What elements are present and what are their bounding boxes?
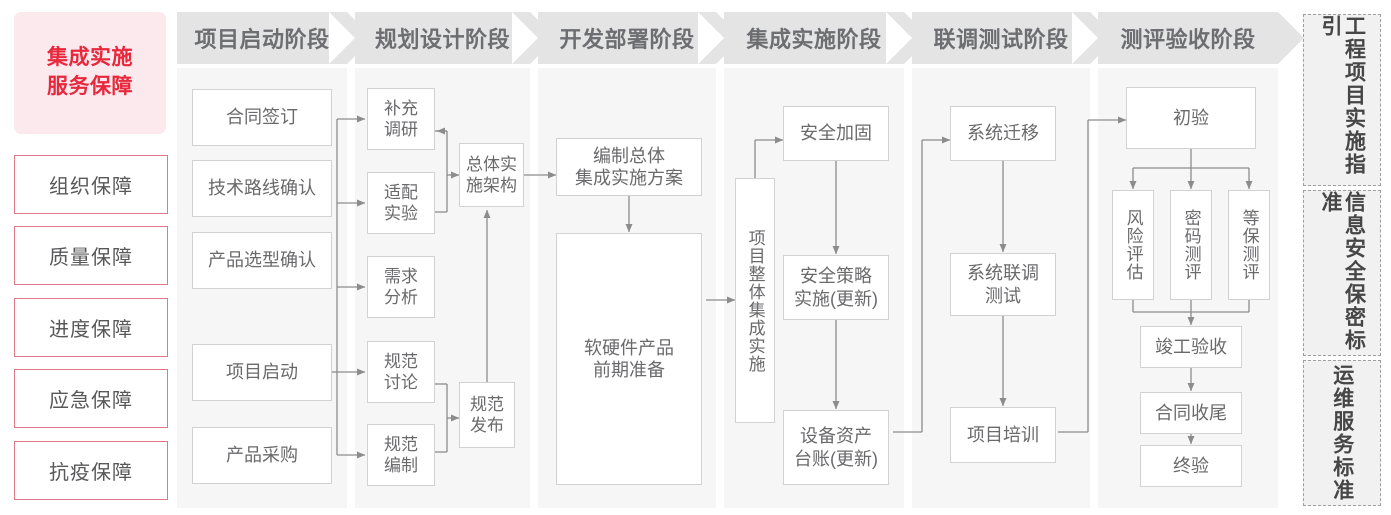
- node-cryptography-evaluation[interactable]: 密码测评: [1170, 190, 1212, 300]
- node-label: 系统联调 测试: [967, 263, 1039, 306]
- node-label: 软硬件产品 前期准备: [584, 337, 674, 381]
- phase-header-1[interactable]: 项目启动阶段: [177, 12, 373, 64]
- node-label: 合同收尾: [1155, 402, 1227, 423]
- node-hw-sw-preparation[interactable]: 软硬件产品 前期准备: [556, 233, 702, 485]
- node-label: 项目培训: [967, 424, 1039, 445]
- node-requirement-analysis[interactable]: 需求 分析: [367, 256, 435, 318]
- node-label: 风险评估: [1123, 209, 1143, 281]
- node-adaptation-experiment[interactable]: 适配 实验: [367, 172, 435, 234]
- node-label: 初验: [1173, 107, 1209, 128]
- standard-panel-infosec-confidentiality[interactable]: 信息安全保密标准: [1303, 190, 1381, 356]
- node-label: 合同签订: [226, 107, 298, 128]
- node-completion-acceptance[interactable]: 竣工验收: [1140, 326, 1242, 368]
- node-label: 需求 分析: [384, 266, 418, 307]
- node-label: 项目启动: [226, 362, 298, 383]
- rail-item-quality[interactable]: 质量保障: [14, 226, 168, 285]
- node-label: 适配 实验: [384, 182, 418, 223]
- phase-title: 集成实施阶段: [746, 27, 882, 52]
- node-supplementary-research[interactable]: 补充 调研: [367, 88, 435, 150]
- node-contract-closure[interactable]: 合同收尾: [1140, 392, 1242, 434]
- rail-item-emergency[interactable]: 应急保障: [14, 369, 168, 428]
- node-label: 安全加固: [800, 123, 872, 144]
- node-label: 系统迁移: [967, 123, 1039, 144]
- node-risk-assessment[interactable]: 风险评估: [1112, 190, 1154, 300]
- node-security-policy-update[interactable]: 安全策略 实施(更新): [783, 255, 889, 320]
- node-preliminary-acceptance[interactable]: 初验: [1126, 87, 1256, 149]
- hero-badge-integration-service: 集成实施 服务保障: [14, 12, 166, 134]
- node-label: 编制总体 集成实施方案: [575, 145, 683, 189]
- node-spec-discussion[interactable]: 规范 讨论: [367, 341, 435, 403]
- hero-label: 集成实施 服务保障: [47, 46, 133, 98]
- node-contract-signing[interactable]: 合同签订: [192, 89, 332, 146]
- node-label: 设备资产 台账(更新): [794, 426, 878, 469]
- rail-item-label: 应急保障: [49, 390, 133, 412]
- node-project-training[interactable]: 项目培训: [950, 407, 1056, 463]
- node-label: 等保测评: [1239, 209, 1259, 281]
- node-label: 总体实 施架构: [466, 154, 517, 195]
- rail-item-epidemic[interactable]: 抗疫保障: [14, 441, 168, 500]
- node-label: 安全策略 实施(更新): [794, 266, 878, 309]
- node-system-migration[interactable]: 系统迁移: [950, 106, 1056, 161]
- node-label: 产品选型确认: [208, 250, 316, 271]
- phase-header-2[interactable]: 规划设计阶段: [329, 12, 556, 64]
- node-label: 产品采购: [226, 445, 298, 466]
- standard-label: 信息安全保密标准: [1319, 191, 1366, 352]
- chevron-right-icon: [1278, 12, 1304, 64]
- node-final-acceptance[interactable]: 终验: [1140, 445, 1242, 487]
- phase-title: 开发部署阶段: [559, 27, 695, 52]
- phase-header-4[interactable]: 集成实施阶段: [698, 12, 930, 64]
- node-label: 规范 编制: [384, 434, 418, 475]
- rail-item-label: 抗疫保障: [49, 462, 133, 484]
- node-mlps-evaluation[interactable]: 等保测评: [1228, 190, 1270, 300]
- node-label: 终验: [1173, 455, 1209, 476]
- node-product-procurement[interactable]: 产品采购: [192, 427, 332, 484]
- node-label: 密码测评: [1181, 209, 1201, 281]
- phase-header-3[interactable]: 开发部署阶段: [512, 12, 742, 64]
- node-system-joint-debug-test[interactable]: 系统联调 测试: [950, 253, 1056, 316]
- node-asset-ledger-update[interactable]: 设备资产 台账(更新): [783, 410, 889, 485]
- node-spec-drafting[interactable]: 规范 编制: [367, 424, 435, 486]
- phase-title: 联调测试阶段: [933, 27, 1069, 52]
- node-overall-project-integration[interactable]: 项目整体集成实施: [735, 178, 775, 423]
- node-overall-implementation-architecture[interactable]: 总体实 施架构: [459, 143, 524, 207]
- rail-item-label: 组织保障: [49, 176, 133, 198]
- node-technical-route-confirm[interactable]: 技术路线确认: [192, 160, 332, 217]
- node-label: 竣工验收: [1155, 336, 1227, 357]
- phase-title: 测评验收阶段: [1120, 27, 1256, 52]
- rail-item-label: 质量保障: [49, 247, 133, 269]
- phase-header-6[interactable]: 测评验收阶段: [1072, 12, 1304, 64]
- rail-item-label: 进度保障: [49, 319, 133, 341]
- node-label: 规范 发布: [470, 394, 504, 435]
- node-security-hardening[interactable]: 安全加固: [783, 106, 889, 161]
- node-compile-overall-integration-plan[interactable]: 编制总体 集成实施方案: [556, 138, 702, 196]
- node-spec-release[interactable]: 规范 发布: [459, 382, 515, 448]
- node-label: 补充 调研: [384, 98, 418, 139]
- node-product-selection-confirm[interactable]: 产品选型确认: [192, 232, 332, 289]
- rail-item-schedule[interactable]: 进度保障: [14, 298, 168, 357]
- node-label: 规范 讨论: [384, 351, 418, 392]
- phase-title: 项目启动阶段: [194, 27, 330, 52]
- phase-title: 规划设计阶段: [374, 27, 510, 52]
- node-project-kickoff[interactable]: 项目启动: [192, 344, 332, 401]
- standard-panel-engineering-guide[interactable]: 工程项目实施指引: [1303, 14, 1381, 186]
- node-label: 项目整体集成实施: [745, 228, 765, 373]
- phase-header-5[interactable]: 联调测试阶段: [886, 12, 1116, 64]
- rail-item-organization[interactable]: 组织保障: [14, 155, 168, 214]
- standard-label: 运维服务标准: [1330, 364, 1354, 502]
- standard-label: 工程项目实施指引: [1319, 15, 1366, 176]
- node-label: 技术路线确认: [208, 178, 316, 199]
- standard-panel-ops-service[interactable]: 运维服务标准: [1303, 360, 1381, 506]
